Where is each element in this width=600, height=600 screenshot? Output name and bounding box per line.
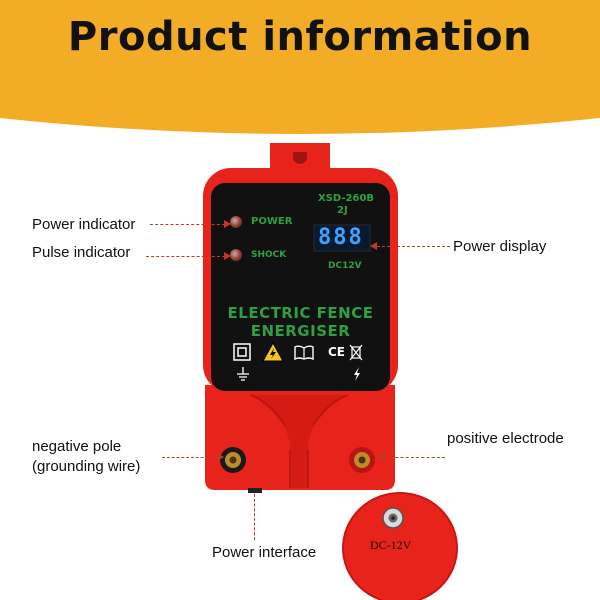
voltage-label: DC12V bbox=[328, 261, 362, 271]
lightning-bolt-icon bbox=[352, 367, 362, 386]
power-label: POWER bbox=[251, 216, 293, 227]
callout-positive-electrode: positive electrode bbox=[447, 430, 564, 447]
shock-led bbox=[230, 249, 242, 261]
leader-negative-pole bbox=[162, 457, 218, 458]
arrow-power-indicator bbox=[224, 220, 231, 228]
arrow-power-display bbox=[370, 242, 377, 250]
leader-power-display bbox=[377, 246, 450, 247]
leader-pulse-indicator bbox=[146, 256, 225, 257]
leader-positive-electrode bbox=[385, 457, 445, 458]
device-name-line2: ENERGISER bbox=[250, 322, 351, 340]
page-title: Product information bbox=[67, 14, 533, 60]
model-number: XSD-260B bbox=[318, 193, 375, 204]
leader-power-indicator bbox=[150, 224, 225, 225]
arrow-pulse-indicator bbox=[224, 252, 231, 260]
callout-grounding-wire: (grounding wire) bbox=[32, 458, 141, 475]
ground-symbol-icon bbox=[236, 367, 250, 386]
ce-mark-icon: CE bbox=[328, 345, 346, 359]
callout-power-indicator: Power indicator bbox=[32, 216, 136, 233]
manual-book-icon bbox=[294, 345, 314, 365]
arrow-negative-pole bbox=[217, 453, 224, 461]
callout-negative-pole: negative pole bbox=[32, 438, 122, 455]
callout-power-interface: Power interface bbox=[212, 544, 317, 561]
power-led bbox=[230, 216, 242, 228]
header-banner: Product information bbox=[0, 0, 600, 135]
device-name-line1: ELECTRIC FENCE bbox=[227, 304, 374, 322]
shock-label: SHOCK bbox=[251, 250, 287, 260]
callout-pulse-indicator: Pulse indicator bbox=[32, 244, 131, 261]
power-display-digits: 888 bbox=[318, 225, 364, 250]
double-insulation-icon bbox=[233, 343, 251, 366]
leader-power-interface bbox=[254, 494, 255, 540]
header-background bbox=[0, 0, 600, 134]
arrow-positive-electrode bbox=[378, 453, 385, 461]
warning-lightning-icon bbox=[262, 341, 284, 367]
callout-power-display: Power display bbox=[453, 238, 547, 255]
weee-bin-icon bbox=[349, 344, 363, 366]
energy-rating: 2J bbox=[337, 205, 348, 216]
inset-jack-label: DC-12V bbox=[370, 538, 412, 552]
